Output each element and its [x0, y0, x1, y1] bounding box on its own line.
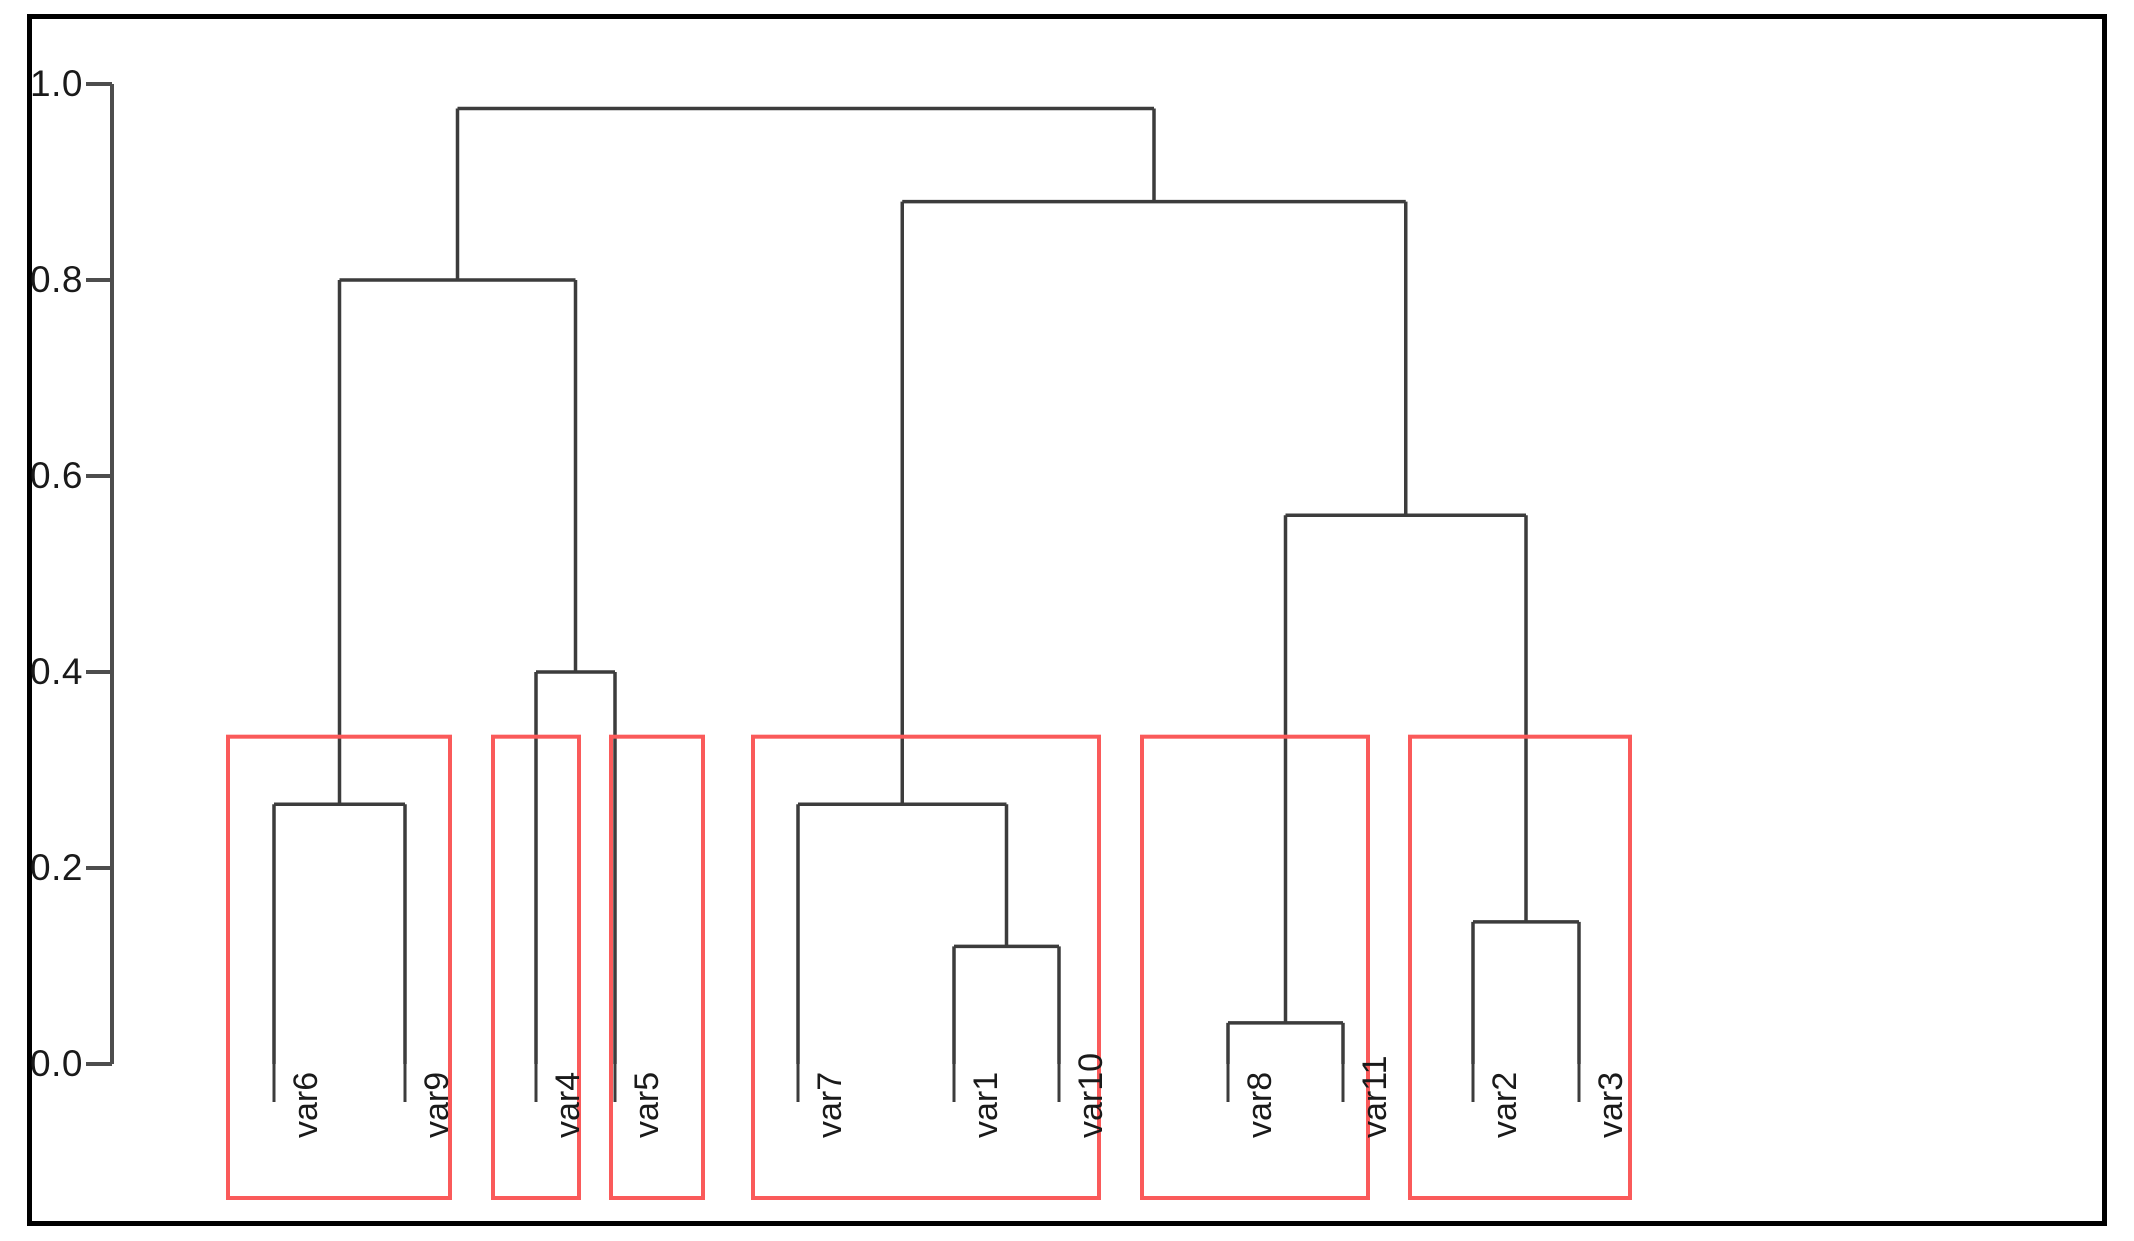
- merge-node-m5: [1226, 1021, 1345, 1064]
- merge-node-m10: [455, 106, 1156, 280]
- leaf-label-var3: var3: [1592, 1071, 1630, 1138]
- leaf-label-var10: var10: [1072, 1052, 1110, 1138]
- leaf-label-var9: var9: [418, 1071, 456, 1138]
- leaf-label-var5: var5: [628, 1071, 666, 1138]
- merge-node-m6: [1471, 920, 1581, 1064]
- merge-node-m1: [272, 802, 407, 1064]
- cluster-box-6[interactable]: [1408, 734, 1632, 1200]
- leaf-label-var1: var1: [967, 1071, 1005, 1138]
- leaf-label-var4: var4: [549, 1071, 587, 1138]
- y-axis-tick-label: 0.6: [30, 455, 83, 496]
- merge-node-m2: [534, 670, 617, 1064]
- leaf-label-var6: var6: [287, 1071, 325, 1138]
- cluster-box-4[interactable]: [751, 734, 1101, 1200]
- cluster-box-1[interactable]: [226, 734, 452, 1200]
- figure-border: [27, 14, 2107, 1226]
- merge-node-m9: [900, 199, 1408, 805]
- cluster-box-5[interactable]: [1140, 734, 1370, 1200]
- cluster-box-2[interactable]: [491, 734, 581, 1200]
- cluster-boxes: [226, 734, 1632, 1200]
- y-axis-tick-label: 0.8: [30, 259, 83, 300]
- merge-node-m3: [952, 944, 1061, 1064]
- leaf-label-var8: var8: [1241, 1071, 1279, 1138]
- y-axis: [86, 82, 114, 1066]
- merge-node-m7: [1283, 513, 1528, 1023]
- leaf-label-var7: var7: [811, 1071, 849, 1138]
- y-axis-tick-label: 0.2: [30, 847, 83, 888]
- y-axis-tick-label: 0.4: [30, 651, 83, 692]
- dendrogram-tree: [272, 106, 1581, 1064]
- cluster-box-3[interactable]: [609, 734, 705, 1200]
- y-axis-tick-label: 1.0: [30, 63, 83, 104]
- merge-node-m4: [796, 802, 1009, 1064]
- merge-node-m8: [337, 278, 578, 805]
- leaf-label-var11: var11: [1356, 1055, 1394, 1138]
- leaf-label-var2: var2: [1486, 1071, 1524, 1138]
- y-axis-tick-label: 0.0: [30, 1043, 83, 1084]
